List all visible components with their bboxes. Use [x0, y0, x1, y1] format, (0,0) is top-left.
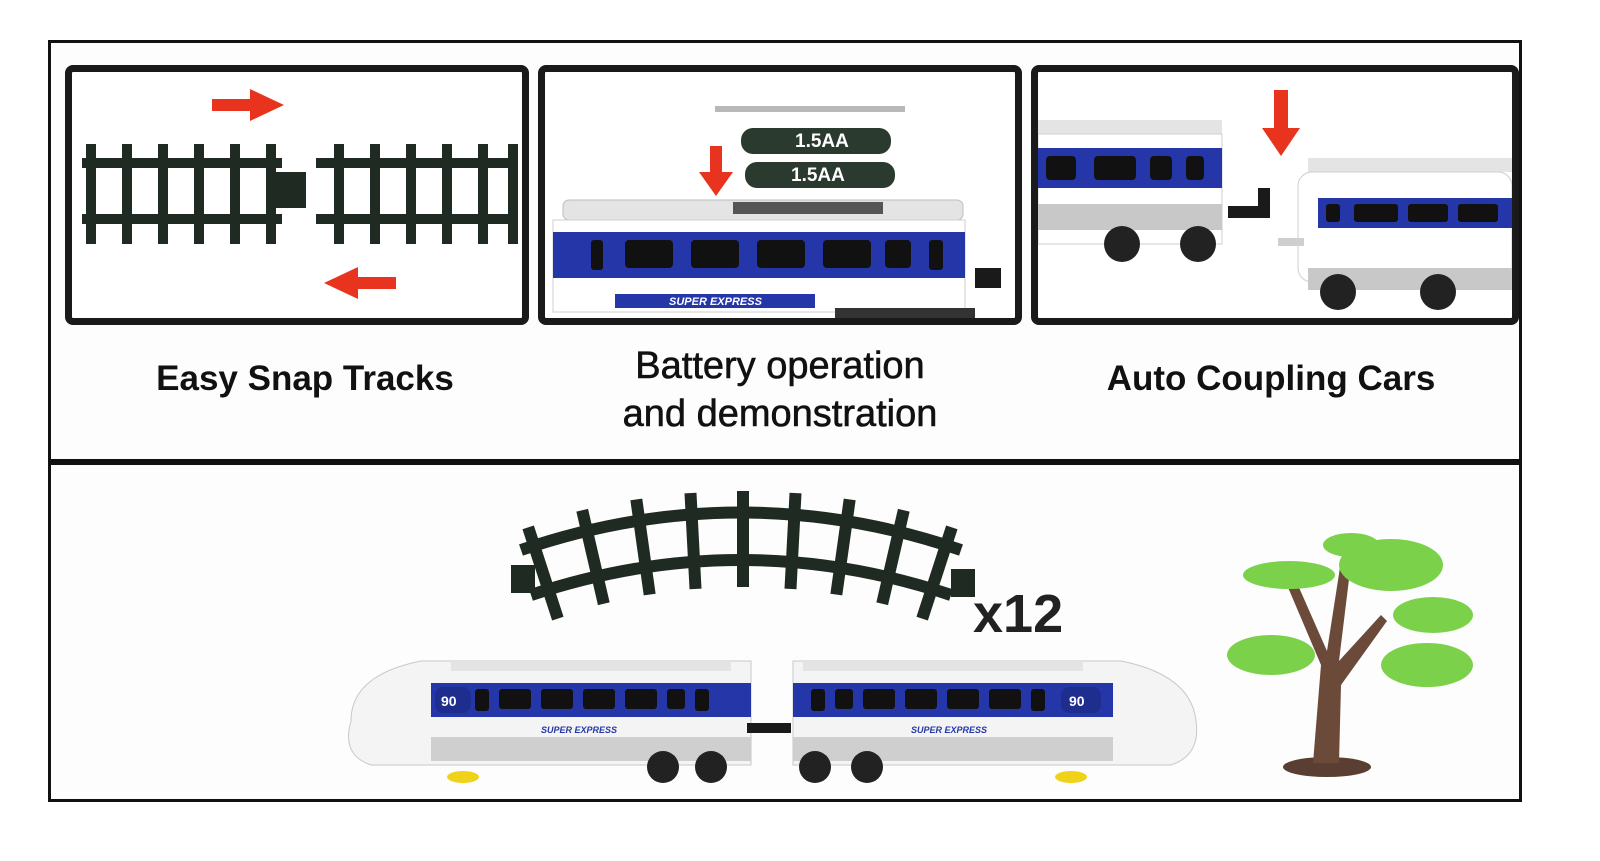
battery-top	[741, 128, 891, 154]
set-contents: 90 SUPER EXPRESS	[51, 465, 1519, 799]
battery-illustration: 1.5AA 1.5AA SUPER EXPRESS	[552, 106, 1001, 318]
track-quantity: x12	[973, 584, 1064, 644]
train-label-right: SUPER EXPRESS	[911, 725, 987, 735]
battery-top-label: 1.5AA	[795, 131, 849, 152]
battery-bottom-label: 1.5AA	[791, 165, 845, 186]
feature-sheet: 1.5AA 1.5AA SUPER EXPRESS	[48, 40, 1522, 802]
snap-tracks-caption: Easy Snap Tracks	[156, 359, 454, 398]
train-label-left: SUPER EXPRESS	[541, 725, 617, 735]
track-ties	[511, 491, 975, 621]
battery-panel: 1.5AA 1.5AA SUPER EXPRESS	[538, 65, 1022, 325]
tree-icon	[1227, 533, 1473, 777]
arrow-right-icon	[212, 89, 284, 121]
arrow-down-icon	[1262, 90, 1300, 156]
coupling-caption: Auto Coupling Cars	[1106, 359, 1436, 398]
arrow-down-icon	[699, 146, 733, 196]
set-contents-illustration: 90 SUPER EXPRESS	[348, 491, 1473, 783]
coupling-panel	[1031, 65, 1519, 325]
battery-caption-line2: and demonstration	[622, 392, 938, 435]
coupling-illustration	[1038, 90, 1512, 310]
train-number-left: 90	[441, 693, 457, 709]
train-car-right: 90 SUPER EXPRESS	[792, 660, 1198, 783]
train-number-right: 90	[1069, 693, 1085, 709]
arrow-left-icon	[324, 267, 396, 299]
train-label: SUPER EXPRESS	[669, 296, 763, 308]
train-car-left: 90 SUPER EXPRESS	[348, 660, 752, 783]
section-divider	[51, 459, 1519, 465]
battery-bottom	[745, 162, 895, 188]
battery-caption-line1: Battery operation	[635, 345, 925, 388]
battery-caption: Battery operation and demonstration	[538, 343, 1022, 438]
coupler	[747, 723, 791, 733]
snap-tracks-illustration	[82, 89, 518, 299]
snap-tracks-panel	[65, 65, 529, 325]
